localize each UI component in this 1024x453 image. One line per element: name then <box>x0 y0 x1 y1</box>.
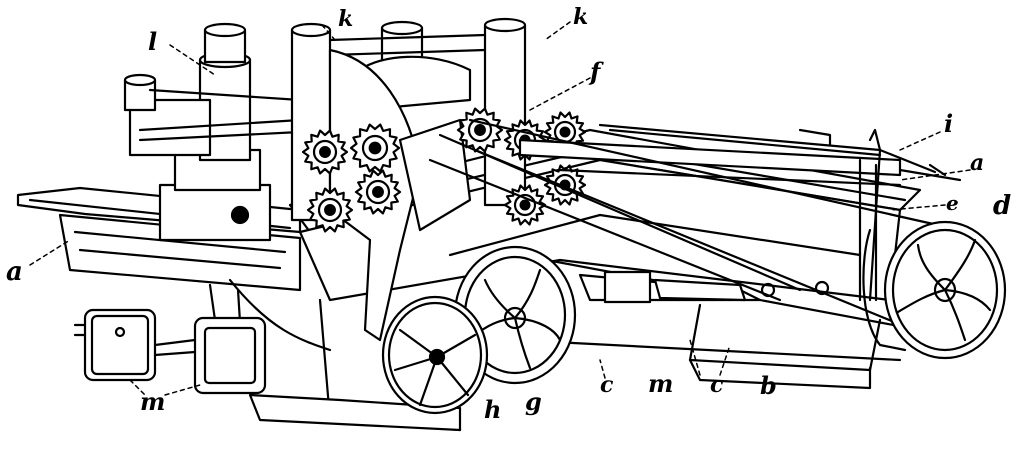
label-b: b <box>760 371 777 400</box>
gear-axle <box>372 186 384 198</box>
pulley-d <box>862 220 1007 360</box>
label-c-right: c <box>710 372 724 398</box>
label-m-left: m <box>140 387 165 416</box>
label-l: l <box>148 27 157 56</box>
gear-axle <box>319 146 331 158</box>
gear-axle <box>324 204 336 216</box>
gear-axle <box>474 124 486 136</box>
label-a-left: a <box>6 257 23 287</box>
label-f: f <box>588 57 604 86</box>
leader-lines <box>29 21 971 396</box>
gear-axle <box>519 199 531 211</box>
right-rails <box>518 123 962 302</box>
label-d: d <box>993 191 1011 221</box>
label-m-mid: m <box>648 369 673 398</box>
label-e-right: e <box>946 191 959 215</box>
left-head <box>123 22 302 242</box>
label-k-right: k <box>573 4 588 30</box>
gear-axle <box>368 141 382 155</box>
drive-belts <box>428 118 962 362</box>
part-labels: l k k f i a e d a m h g c m c b <box>6 4 1011 424</box>
hand-wheel-h <box>381 295 489 415</box>
label-a-right: a <box>970 150 984 176</box>
label-k-left: k <box>338 6 353 32</box>
label-i: i <box>944 109 953 138</box>
label-c-left: c <box>600 372 614 398</box>
pulleys-m <box>73 308 267 395</box>
label-h: h <box>484 395 501 424</box>
label-g: g <box>525 387 542 416</box>
gear-axle <box>559 126 571 138</box>
middle-box <box>603 270 830 304</box>
